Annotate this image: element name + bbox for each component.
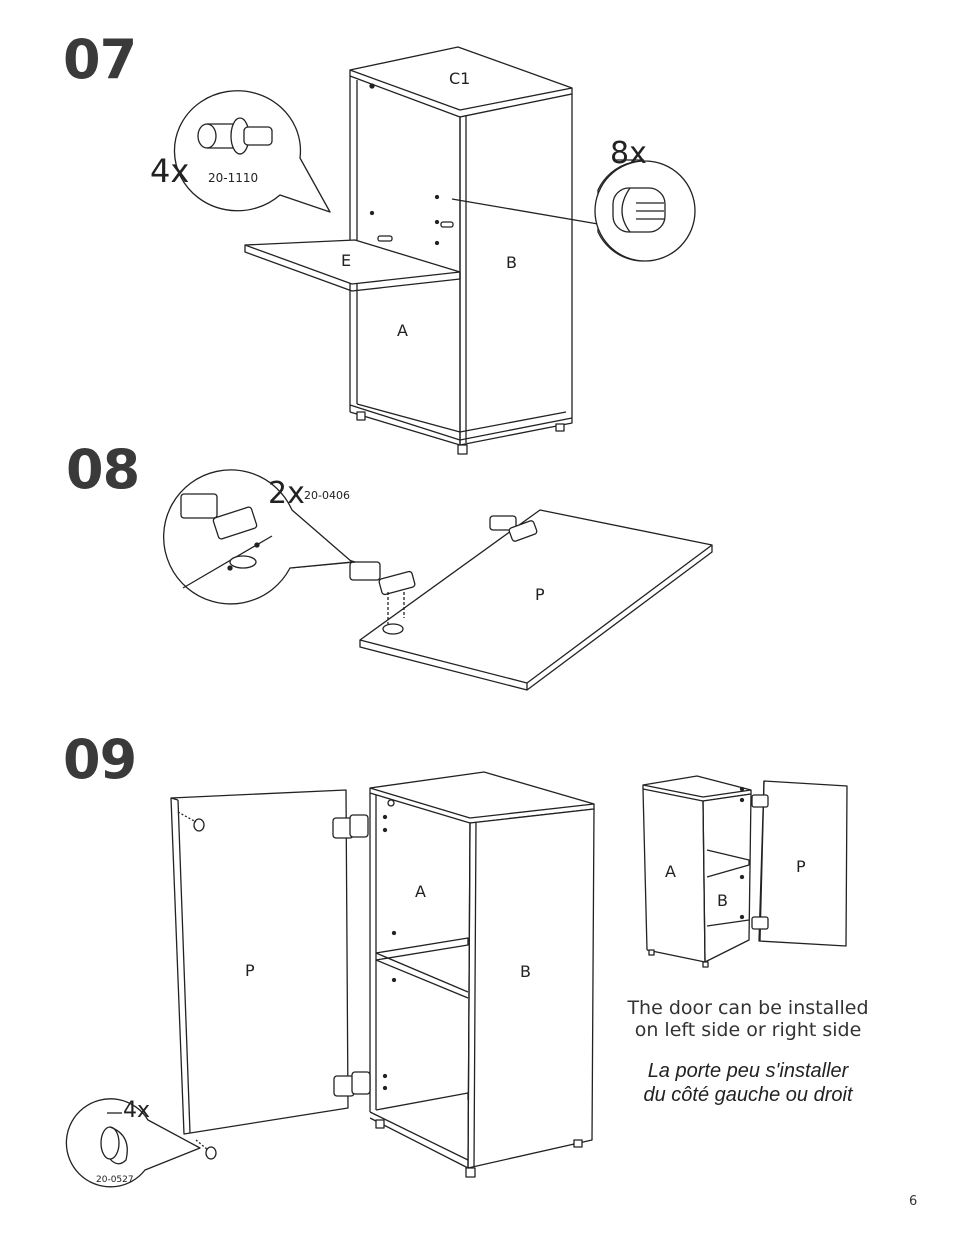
step-number-07: 07 [63, 28, 137, 91]
step-number-08: 08 [66, 438, 140, 501]
step-number-09: 09 [63, 728, 137, 791]
callout-qty-dowel: 8x [610, 136, 647, 171]
door-label-p: P [245, 961, 255, 980]
inset-label-a: A [665, 862, 676, 881]
callout-part-bumper: 20-0527 [96, 1175, 134, 1185]
panel-label-a: A [397, 321, 408, 340]
panel-label-b: B [520, 962, 531, 981]
panel-label-c1: C1 [449, 69, 471, 88]
inset-label-b: B [717, 891, 728, 910]
inset-label-p: P [796, 857, 806, 876]
callout-part-hinge: 20-0406 [304, 489, 350, 502]
note-french-line-2: du côté gauche ou droit [643, 1084, 853, 1106]
page-number: 6 [909, 1194, 918, 1209]
hinge-icon [163, 469, 353, 605]
note-english-line-2: on left side or right side [634, 1019, 862, 1041]
note-english-line-1: The door can be installed [627, 997, 869, 1019]
cam-bolt-icon [173, 90, 331, 213]
door-bumper-icon [65, 1098, 201, 1188]
callout-part-cam-bolt: 20-1110 [208, 171, 259, 185]
callout-qty-bumper: 4x [123, 1098, 151, 1123]
note-english: The door can be installed on left side o… [606, 997, 890, 1041]
step07-cabinet [244, 46, 599, 455]
panel-label-p: P [535, 585, 545, 604]
step09-cabinet [369, 771, 595, 1178]
callout-qty-hinge: 2x [268, 476, 305, 511]
panel-label-e: E [341, 251, 352, 270]
step09-inset-cabinet [642, 775, 848, 968]
callout-qty-cam-bolt: 4x [150, 152, 190, 190]
panel-label-a: A [415, 882, 426, 901]
panel-label-b: B [506, 253, 517, 272]
step08-door-panel [289, 509, 713, 691]
wooden-dowel-icon [594, 159, 696, 262]
note-french: La porte peu s'installer du côté gauche … [606, 1059, 890, 1107]
note-french-line-1: La porte peu s'installer [647, 1060, 849, 1082]
step09-door [170, 789, 371, 1160]
